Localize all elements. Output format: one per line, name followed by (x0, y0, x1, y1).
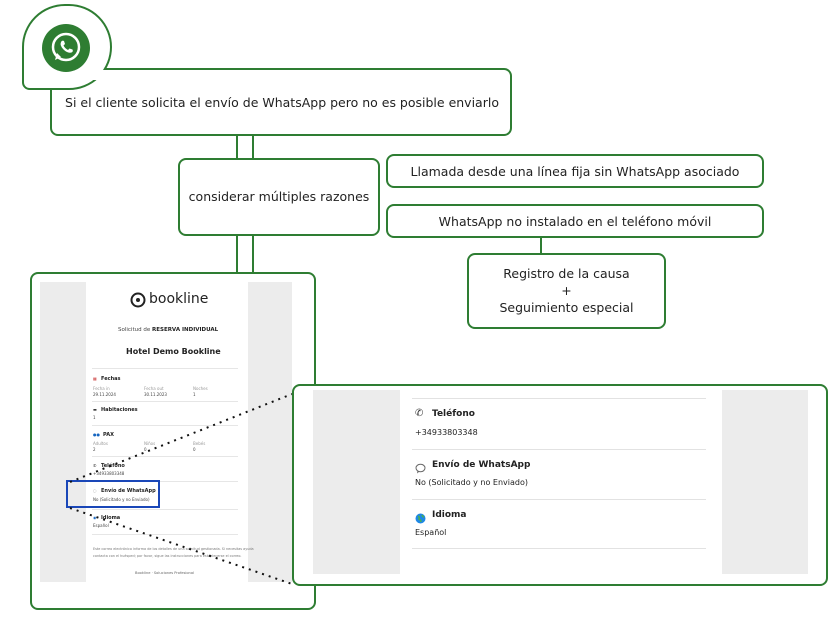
connector-line (540, 238, 542, 254)
reasons-text: considerar múltiples razones (188, 188, 370, 204)
result-line-3: Seguimiento especial (499, 299, 634, 315)
doc-idioma-label: Idioma (101, 515, 121, 521)
connector-line (236, 136, 238, 158)
zoom-idioma-label: Idioma (432, 510, 467, 520)
main-condition-text: Si el cliente solicita el envío de Whats… (65, 94, 499, 110)
zoom-idioma-value: Español (415, 528, 447, 537)
doc-pax-label: PAX (103, 432, 114, 438)
chat-bubble-icon: ◌ (93, 488, 97, 493)
connector-line (252, 136, 254, 158)
reason-box-1 (386, 154, 764, 188)
doc-fechas-label: Fechas (101, 376, 121, 382)
globe-icon (415, 509, 426, 524)
zoom-connector-bottom (69, 507, 293, 585)
connector-line (236, 236, 238, 274)
reason-box-2 (386, 204, 764, 238)
people-icon: ●● (93, 432, 100, 437)
doc-habitaciones-label: Habitaciones (101, 407, 138, 413)
reason-text-2: WhatsApp no instalado en el teléfono móv… (438, 213, 712, 229)
chat-bubble-icon (415, 459, 426, 474)
zoom-whatsapp-label: Envío de WhatsApp (432, 460, 531, 470)
doc-brand: bookline (149, 291, 209, 307)
email-document (86, 282, 248, 582)
calendar-icon: ▦ (93, 376, 97, 381)
doc-footer-brand: Bookline · Soluciones Profesional (135, 571, 195, 575)
result-line-1: Registro de la causa (503, 265, 630, 281)
whatsapp-icon (40, 22, 92, 74)
reasons-box (178, 158, 380, 236)
reason-text-1: Llamada desde una línea fija sin WhatsAp… (410, 163, 740, 179)
zoom-telefono-label: Teléfono (432, 409, 475, 419)
doc-request: Solicitud de RESERVA INDIVIDUAL (118, 327, 219, 333)
phone-icon: ✆ (93, 463, 97, 468)
zoom-telefono-value: +34933803348 (415, 428, 478, 437)
zoom-whatsapp-value: No (Solicitado y no Enviado) (415, 478, 528, 487)
highlight-box (66, 480, 160, 508)
globe-icon: ◉ (93, 515, 97, 520)
result-box (467, 253, 666, 329)
connector-line (252, 236, 254, 274)
doc-telefono-label: Teléfono (101, 463, 125, 469)
doc-footer-note: Este correo electrónico informa de los d… (93, 547, 254, 558)
phone-icon: ✆ (415, 408, 424, 419)
bed-icon: ▬ (93, 407, 97, 412)
doc-whatsapp-label: Envío de WhatsApp (101, 488, 156, 494)
bookline-logo-icon (130, 292, 146, 308)
result-line-2: + (561, 282, 572, 298)
doc-hotel: Hotel Demo Bookline (126, 347, 221, 356)
zoom-connector-top (69, 393, 293, 483)
main-condition-box (50, 68, 512, 136)
